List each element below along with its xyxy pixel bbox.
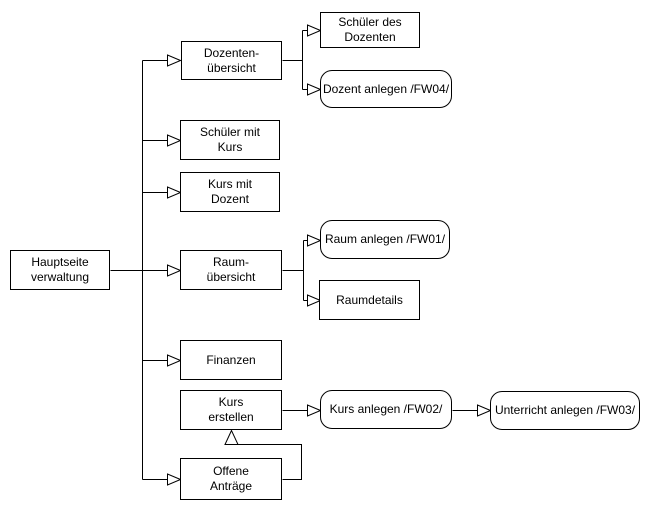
node-finanzen: Finanzen: [180, 340, 282, 380]
arrowhead-schueler-des-dozenten: [307, 24, 322, 37]
arrowhead-kurs-anlegen: [307, 404, 322, 417]
arrowhead-kurs-erstellen-up: [224, 429, 239, 445]
node-raum-uebersicht: Raum- übersicht: [180, 250, 282, 290]
node-offene-antraege: Offene Anträge: [180, 458, 282, 500]
node-raumdetails: Raumdetails: [319, 280, 420, 320]
arrowhead-offene-antraege: [167, 473, 182, 486]
connector-line-offene-kurs-erstellen: [231, 444, 302, 480]
node-schueler-mit-kurs: Schüler mit Kurs: [180, 120, 280, 160]
arrowhead-raum-uebersicht: [167, 264, 182, 277]
arrowhead-raum-anlegen: [307, 234, 322, 247]
arrowhead-raumdetails: [307, 294, 322, 307]
node-raum-anlegen: Raum anlegen /FW01/: [320, 220, 450, 259]
node-kurs-anlegen: Kurs anlegen /FW02/: [320, 390, 452, 429]
node-hauptseite-verwaltung: Hauptseite verwaltung: [10, 250, 110, 290]
node-dozenten-uebersicht: Dozenten- übersicht: [181, 41, 282, 80]
arrowhead-dozenten-uebersicht: [167, 54, 182, 67]
node-unterricht-anlegen: Unterricht anlegen /FW03/: [490, 391, 640, 430]
node-kurs-mit-dozent: Kurs mit Dozent: [180, 172, 280, 212]
node-schueler-des-dozenten: Schüler des Dozenten: [320, 12, 420, 48]
arrowhead-schueler-mit-kurs: [167, 134, 182, 147]
arrowhead-unterricht-anlegen: [477, 404, 492, 417]
arrowhead-kurs-mit-dozent: [167, 186, 182, 199]
arrowhead-dozent-anlegen: [307, 83, 322, 96]
arrowhead-finanzen: [167, 354, 182, 367]
node-dozent-anlegen: Dozent anlegen /FW04/: [320, 70, 452, 108]
node-kurs-erstellen: Kurs erstellen: [180, 390, 282, 430]
